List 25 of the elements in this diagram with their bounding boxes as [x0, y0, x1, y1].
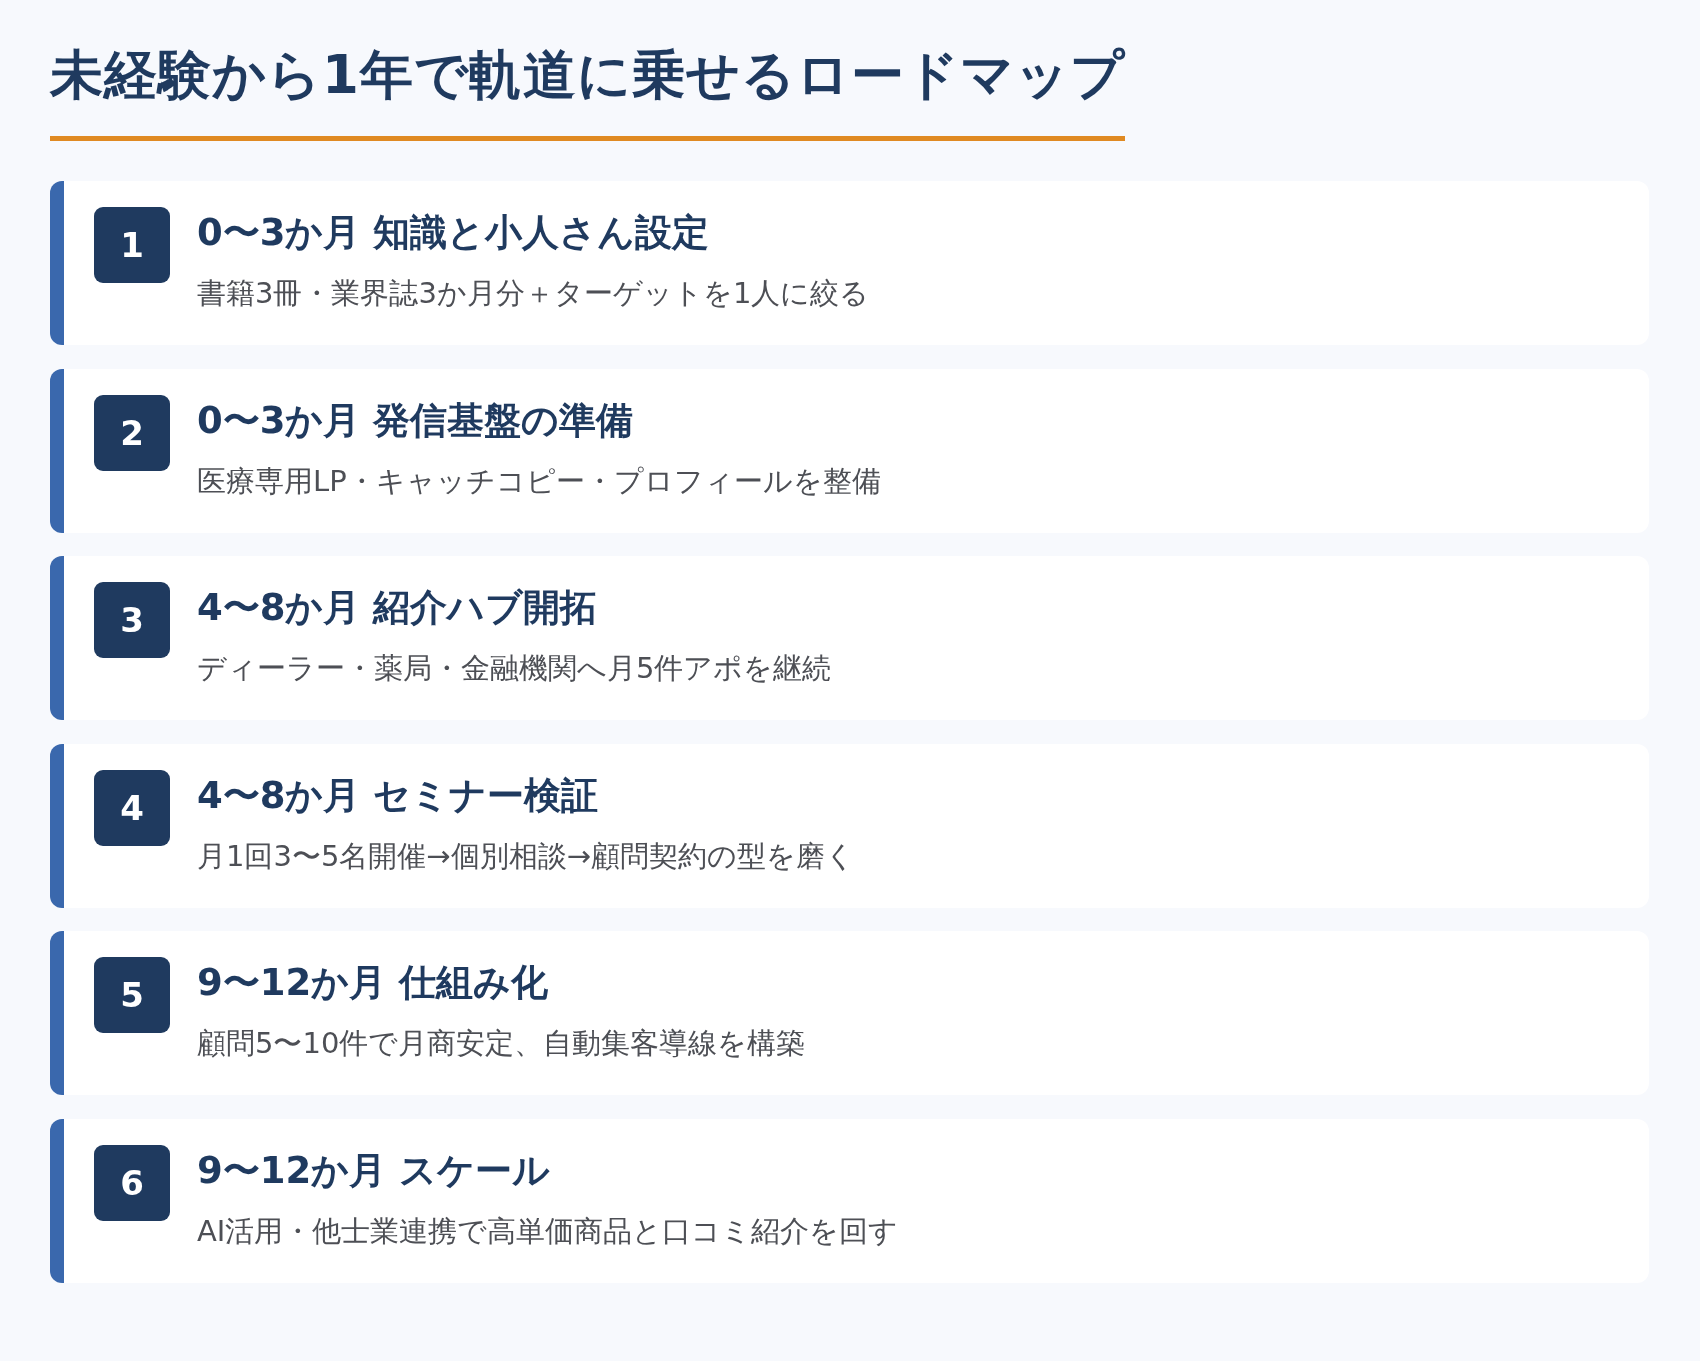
number-badge: 3	[94, 582, 170, 658]
page-title: 未経験から1年で軌道に乗せるロードマップ	[50, 43, 1125, 107]
step-heading: 9〜12か月 スケール	[197, 1148, 551, 1194]
number-badge: 4	[94, 770, 170, 846]
step-heading: 0〜3か月 発信基盤の準備	[197, 398, 634, 444]
step-card	[50, 744, 1649, 908]
step-description: ディーラー・薬局・金融機関へ月5件アポを継続	[197, 650, 832, 687]
number-badge: 6	[94, 1145, 170, 1221]
step-card	[50, 181, 1649, 345]
step-description: 書籍3冊・業界誌3か月分＋ターゲットを1人に絞る	[197, 275, 870, 312]
number-badge: 5	[94, 957, 170, 1033]
step-heading: 4〜8か月 紹介ハブ開拓	[197, 585, 598, 631]
step-description: AI活用・他士業連携で高単価商品と口コミ紹介を回す	[197, 1213, 899, 1250]
step-card	[50, 1119, 1649, 1283]
step-card	[50, 931, 1649, 1095]
step-description: 医療専用LP・キャッチコピー・プロフィールを整備	[197, 463, 881, 500]
step-card	[50, 369, 1649, 533]
step-heading: 9〜12か月 仕組み化	[197, 960, 549, 1006]
step-heading: 4〜8か月 セミナー検証	[197, 773, 599, 819]
step-heading: 0〜3か月 知識と小人さん設定	[197, 210, 710, 256]
step-description: 顧問5〜10件で月商安定、自動集客導線を構築	[197, 1025, 806, 1062]
step-description: 月1回3〜5名開催→個別相談→顧問契約の型を磨く	[197, 838, 855, 875]
number-badge: 1	[94, 207, 170, 283]
step-card	[50, 556, 1649, 720]
number-badge: 2	[94, 395, 170, 471]
